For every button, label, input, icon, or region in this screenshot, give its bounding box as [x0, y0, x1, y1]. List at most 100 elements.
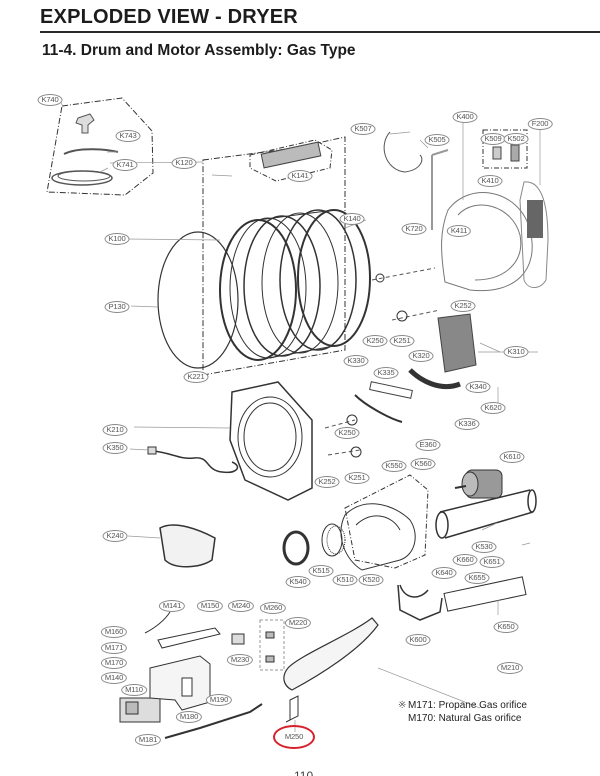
- drum-part: [219, 209, 371, 361]
- short-hose-part: [63, 148, 119, 155]
- support-bracket: [408, 368, 461, 390]
- part-label-m210: M210: [496, 662, 524, 674]
- part-label-k140: K140: [339, 213, 365, 225]
- part-label-k520: K520: [358, 574, 384, 586]
- part-label-m230: M230: [226, 654, 254, 666]
- part-label-k515: K515: [308, 565, 334, 577]
- part-label-m110: M110: [121, 684, 147, 696]
- part-label-m141: M141: [158, 600, 186, 612]
- part-label-m190: M190: [205, 694, 233, 706]
- part-label-k720: K720: [401, 223, 427, 235]
- part-label-k335: K335: [373, 367, 399, 379]
- part-label-k252-upper: K252: [450, 300, 476, 312]
- burner-support-part: [285, 695, 299, 723]
- part-label-k251-lower: K251: [344, 472, 370, 484]
- part-label-m220: M220: [284, 617, 312, 629]
- part-label-k410: K410: [477, 175, 503, 187]
- part-label-k743: K743: [115, 130, 141, 142]
- part-label-k120: K120: [171, 157, 197, 169]
- part-label-m160: M160: [100, 626, 128, 638]
- part-label-k530: K530: [471, 541, 497, 553]
- burner-bracket-part: [149, 655, 211, 711]
- part-label-k330: K330: [343, 355, 369, 367]
- front-bulkhead-part: [229, 381, 313, 501]
- part-label-k509: K509: [480, 133, 506, 145]
- part-label-k251-upper: K251: [389, 335, 415, 347]
- part-label-k340: K340: [465, 381, 491, 393]
- part-label-k655: K655: [464, 572, 490, 584]
- part-label-f200: F200: [527, 118, 553, 130]
- part-label-k250-lower: K250: [334, 427, 360, 439]
- part-label-k610: K610: [499, 451, 525, 463]
- wire-harness-part: [151, 450, 239, 474]
- thermostat-group-outline: [482, 129, 528, 169]
- thermistor-wire: [383, 131, 423, 173]
- part-label-k221: K221: [183, 371, 209, 383]
- lint-duct-part: [159, 524, 216, 568]
- accessory-kit-outline: [46, 97, 154, 196]
- sensor-group-outline: [259, 619, 285, 671]
- part-label-k252-lower: K252: [314, 476, 340, 488]
- part-label-k100: K100: [104, 233, 130, 245]
- part-label-k550: K550: [381, 460, 407, 472]
- part-label-k560: K560: [410, 458, 436, 470]
- gas-tube-part: [164, 703, 263, 739]
- part-label-k540: K540: [285, 576, 311, 588]
- part-label-k400: K400: [452, 111, 478, 123]
- part-label-m240: M240: [227, 600, 255, 612]
- part-label-k507: K507: [350, 123, 376, 135]
- part-label-m180: M180: [175, 711, 203, 723]
- flame-sensor-part: [231, 633, 245, 645]
- drum-lifter-baffle: [260, 141, 322, 169]
- part-label-p130: P130: [104, 301, 130, 313]
- page-title: EXPLODED VIEW - DRYER: [40, 6, 298, 28]
- rear-bulkhead-part: [441, 192, 533, 292]
- part-label-k505: K505: [424, 134, 450, 146]
- exhaust-duct-part: [437, 313, 477, 373]
- part-label-k640: K640: [431, 567, 457, 579]
- part-label-k600: K600: [405, 634, 431, 646]
- lint-filter-housing: [519, 181, 549, 288]
- part-label-m140: M140: [100, 672, 128, 684]
- blower-seal-ring: [282, 530, 310, 566]
- title-underline: [40, 31, 600, 33]
- part-label-k310: K310: [503, 346, 529, 358]
- blower-housing-part: [340, 503, 416, 571]
- part-label-k336: K336: [454, 418, 480, 430]
- part-label-k660: K660: [452, 554, 478, 566]
- orifice-notes: ※M171: Propane Gas orifice M170: Natural…: [398, 699, 527, 725]
- part-label-k651: K651: [479, 556, 505, 568]
- idler-bracket-part: [443, 576, 527, 612]
- section-title: 11-4. Drum and Motor Assembly: Gas Type: [42, 42, 356, 59]
- part-label-k650: K650: [493, 621, 519, 633]
- highlight-circle: [273, 725, 315, 749]
- part-label-m150: M150: [196, 600, 224, 612]
- note-propane: M171: Propane Gas orifice: [408, 700, 527, 711]
- part-label-k240: K240: [102, 530, 128, 542]
- part-label-k741: K741: [112, 159, 138, 171]
- part-label-m260: M260: [259, 602, 287, 614]
- part-label-k510: K510: [332, 574, 358, 586]
- part-label-k620: K620: [480, 402, 506, 414]
- note-natural-gas: M170: Natural Gas orifice: [408, 713, 522, 724]
- part-label-m181: M181: [134, 734, 162, 746]
- motor-part: [454, 469, 503, 499]
- gas-valve-part: [119, 697, 161, 723]
- part-label-k250-upper: K250: [362, 335, 388, 347]
- page-number: 110: [294, 770, 313, 776]
- duct-tube-part: [435, 489, 537, 539]
- door-seal-gasket: [157, 231, 239, 369]
- motor-mount-part: [397, 584, 443, 621]
- part-label-m250[interactable]: M250: [281, 732, 307, 742]
- note-symbol: ※: [398, 700, 407, 711]
- part-label-k411: K411: [446, 225, 472, 237]
- part-label-m171: M171: [100, 642, 128, 654]
- part-label-k740: K740: [37, 94, 63, 106]
- part-label-k320: K320: [408, 350, 434, 362]
- burner-tube-part: [283, 617, 379, 691]
- part-label-k350: K350: [102, 442, 128, 454]
- part-label-e360: E360: [415, 439, 441, 451]
- part-label-m170: M170: [100, 657, 128, 669]
- part-label-k502: K502: [503, 133, 529, 145]
